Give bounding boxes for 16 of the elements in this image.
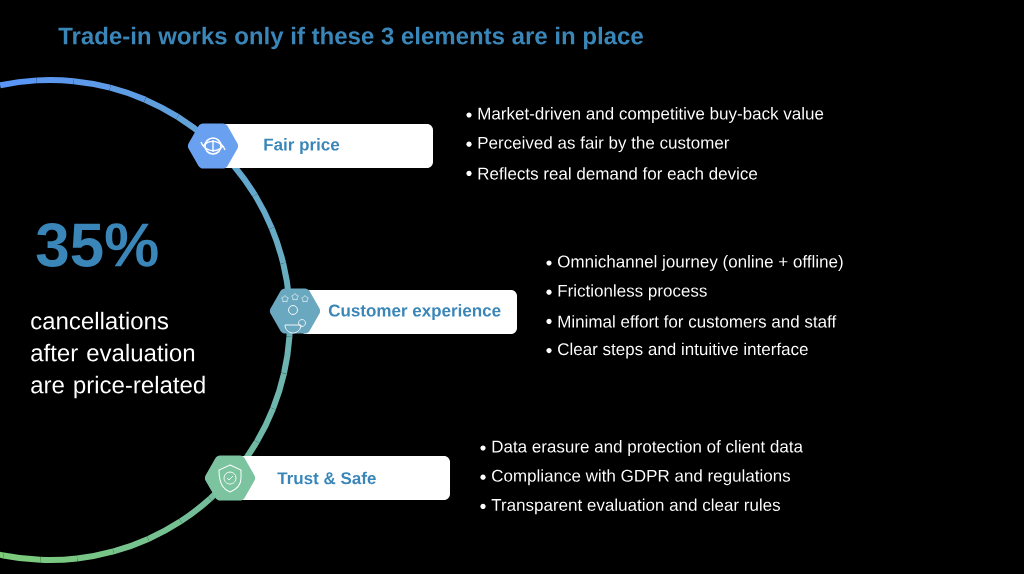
statement-text: cancellations after evaluation are price-related: [31, 311, 205, 399]
label-pill: Trust & Safe: [230, 456, 450, 500]
percent-figure: 35%: [36, 223, 158, 267]
bullet-item: Reflects real demand for each device: [478, 167, 758, 180]
title: Trade-in works only if these 3 elements are in place: [58, 26, 643, 50]
bullet-item: Transparent evaluation and clear rules: [491, 498, 780, 515]
bullet-item: Market-driven and competitive buy-back value: [478, 107, 824, 123]
label-pill: Customer experience: [300, 290, 517, 334]
bullet-item: Perceived as fair by the customer: [478, 136, 730, 153]
bullet-item: Data erasure and protection of client data: [492, 440, 803, 456]
label-pill: Fair price: [215, 124, 433, 168]
bullet-item: Compliance with GDPR and regulations: [492, 469, 791, 486]
bullet-item: Clear steps and intuitive interface: [558, 342, 808, 359]
bullet-item: Minimal effort for customers and staff: [558, 315, 837, 328]
bullet-item: Omnichannel journey (online + offline): [558, 255, 843, 271]
bullet-item: Frictionless process: [558, 284, 707, 301]
